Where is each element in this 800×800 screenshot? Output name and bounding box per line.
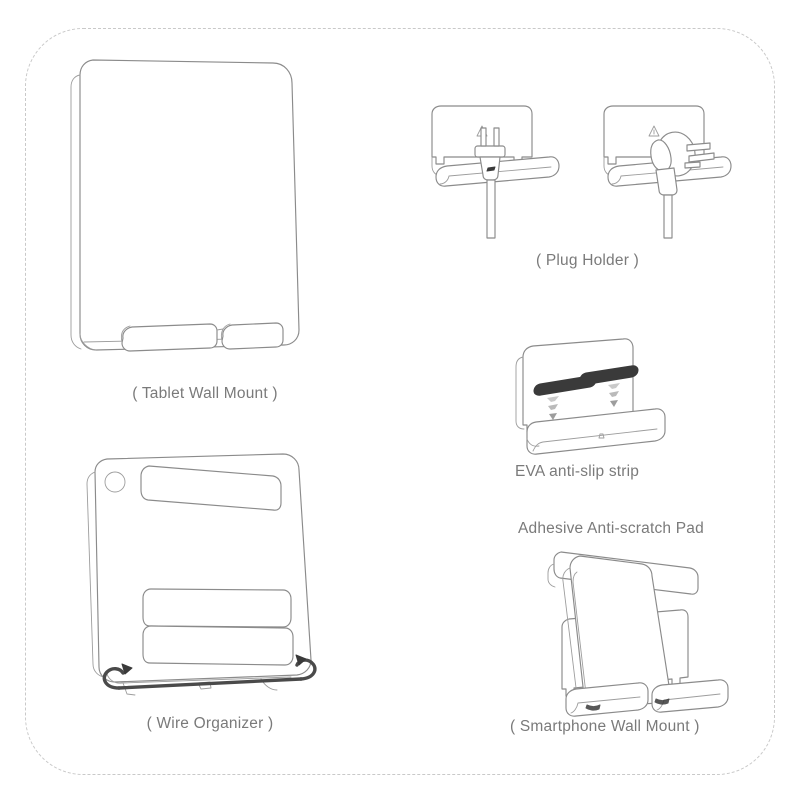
caption-plug-holder: ( Plug Holder ) <box>536 252 639 269</box>
figure-tablet-wall-mount: ( Tablet Wall Mount ) <box>60 45 350 402</box>
placement-arrows-right <box>608 383 620 407</box>
smartphone-wall-mount-drawing <box>547 551 729 717</box>
figure-plug-holder: ( Plug Holder ) <box>418 100 748 269</box>
caption-smartphone-wall-mount: ( Smartphone Wall Mount ) <box>510 718 700 735</box>
placement-arrows-left <box>547 396 559 420</box>
plug-holder-round-variant <box>603 105 732 239</box>
caption-tablet-wall-mount: ( Tablet Wall Mount ) <box>132 385 278 402</box>
caption-wire-organizer: ( Wire Organizer ) <box>146 715 274 732</box>
tablet-wall-mount-drawing <box>70 59 300 352</box>
eva-anti-slip-strip-drawing <box>515 338 666 455</box>
figure-wire-organizer: ( Wire Organizer ) <box>65 450 355 732</box>
wire-organizer-drawing <box>86 453 317 696</box>
label-adhesive-anti-scratch-pad: Adhesive Anti-scratch Pad <box>518 520 704 537</box>
plug-holder-flat-variant <box>431 105 560 239</box>
plug-holder-drawing <box>431 105 732 239</box>
caption-eva-anti-slip-strip: EVA anti-slip strip <box>515 463 640 480</box>
figure-eva-anti-slip-strip: EVA anti-slip strip <box>505 335 725 480</box>
